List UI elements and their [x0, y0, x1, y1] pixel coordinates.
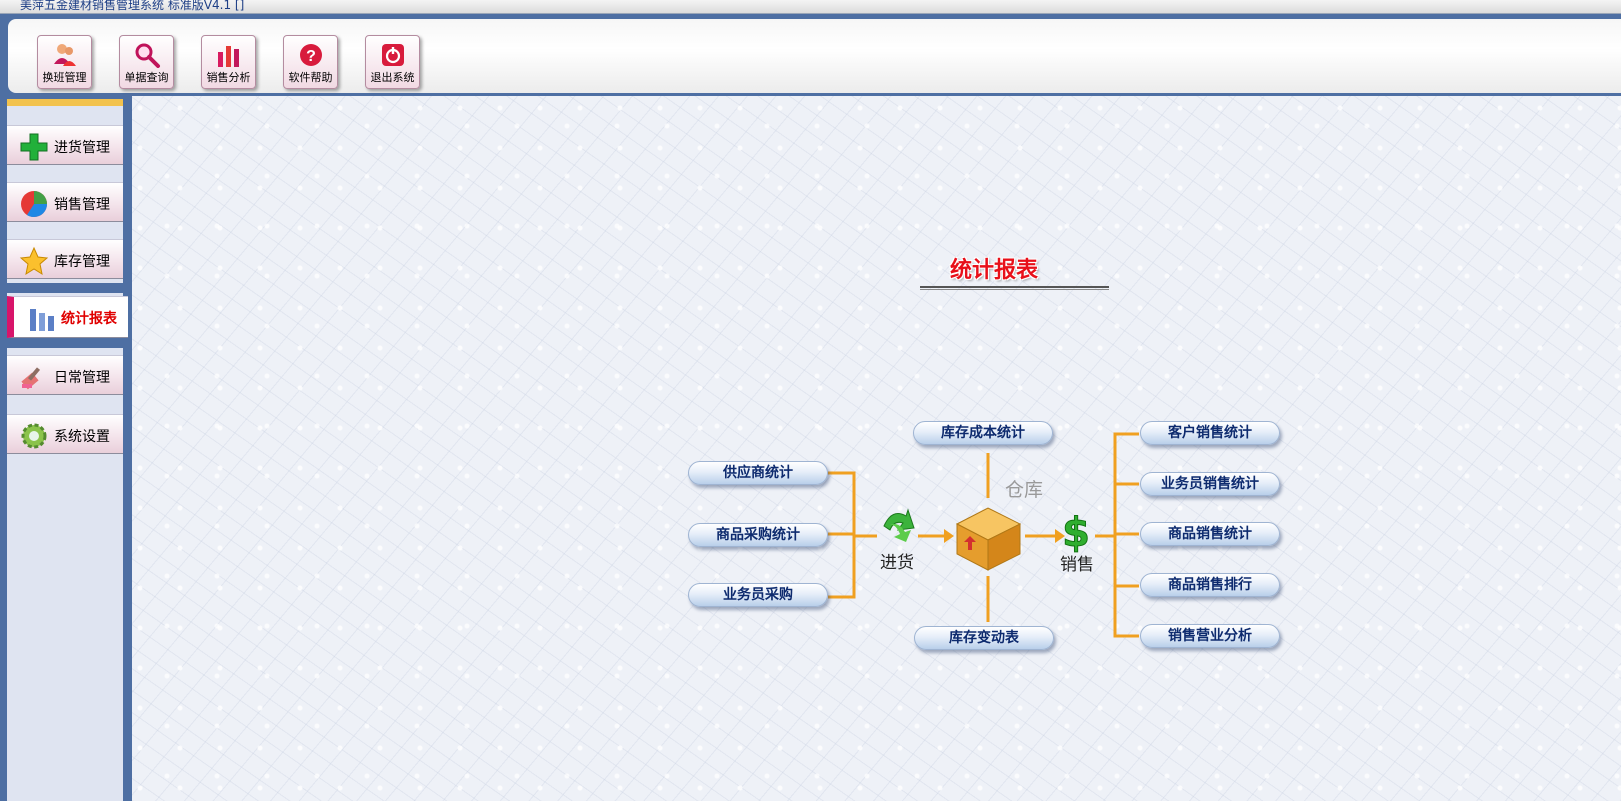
software-help-label: 软件帮助 [288, 71, 333, 84]
report-button-label: 库存变动表 [949, 630, 1019, 646]
report-button-label: 销售营业分析 [1168, 628, 1252, 644]
report-product-sales-statistics-button[interactable]: 商品销售统计 [1140, 522, 1280, 546]
sales-analysis-button[interactable]: 销售分析 [201, 35, 256, 89]
report-button-label: 业务员销售统计 [1161, 476, 1259, 492]
software-help-button[interactable]: ? 软件帮助 [283, 35, 338, 89]
sidebar-panel: 进货管理 销售管理 库存管理 统计报表 [0, 99, 130, 801]
report-button-label: 业务员采购 [723, 587, 793, 603]
toolbar: 换班管理 单据查询 销售分析 ? 软件帮助 [0, 14, 1621, 96]
report-product-purchase-statistics-button[interactable]: 商品采购统计 [688, 523, 828, 547]
purchase-flow-label: 进货 [880, 553, 914, 573]
arrow-head-icon [944, 529, 954, 543]
svg-text:$: $ [1062, 510, 1090, 556]
report-button-label: 客户销售统计 [1168, 425, 1252, 441]
document-query-label: 单据查询 [124, 71, 169, 84]
svg-text:?: ? [306, 48, 316, 65]
sidebar-item-reports[interactable]: 统计报表 [7, 296, 128, 338]
sidebar-item-label: 销售管理 [54, 197, 110, 213]
sidebar-item-purchase[interactable]: 进货管理 [7, 125, 123, 165]
gear-icon [21, 423, 47, 449]
star-icon [19, 246, 49, 276]
sidebar-item-label: 统计报表 [61, 311, 117, 327]
toolbar-panel: 换班管理 单据查询 销售分析 ? 软件帮助 [8, 19, 1621, 93]
purchase-arrow-icon [883, 508, 915, 542]
sidebar-item-inventory[interactable]: 库存管理 [7, 239, 123, 279]
warehouse-box-icon [955, 507, 1022, 571]
report-customer-sales-statistics-button[interactable]: 客户销售统计 [1140, 421, 1280, 445]
report-product-sales-ranking-button[interactable]: 商品销售排行 [1140, 573, 1280, 597]
report-button-label: 商品采购统计 [716, 527, 800, 543]
report-inventory-change-button[interactable]: 库存变动表 [914, 626, 1054, 650]
title-underline [920, 286, 1109, 290]
sales-flow-label: 销售 [1060, 555, 1094, 575]
power-exit-icon [381, 44, 404, 66]
green-plus-icon [20, 133, 48, 161]
sidebar-top-strip [7, 99, 123, 106]
shift-users-icon [53, 44, 76, 66]
exit-system-button[interactable]: 退出系统 [365, 35, 420, 89]
pie-chart-icon [21, 191, 48, 218]
sidebar-item-label: 进货管理 [54, 140, 110, 156]
dollar-sales-icon: $ [1062, 510, 1091, 557]
report-salesperson-sales-statistics-button[interactable]: 业务员销售统计 [1140, 472, 1280, 496]
sidebar-item-label: 日常管理 [54, 370, 110, 386]
help-question-icon: ? [299, 44, 322, 66]
shift-management-button[interactable]: 换班管理 [37, 35, 92, 89]
report-sales-revenue-analysis-button[interactable]: 销售营业分析 [1140, 624, 1280, 648]
sidebar-item-sales[interactable]: 销售管理 [7, 182, 123, 222]
sidebar-divider [0, 338, 130, 348]
window-title-bar: 美萍五金建材销售管理系统 标准版V4.1 [] [0, 0, 1621, 14]
report-button-label: 库存成本统计 [941, 425, 1025, 441]
sidebar-item-label: 库存管理 [54, 254, 110, 270]
sidebar-item-label: 系统设置 [54, 429, 110, 445]
report-inventory-cost-statistics-button[interactable]: 库存成本统计 [913, 421, 1053, 445]
page-title: 统计报表 [949, 258, 1038, 283]
shift-management-label: 换班管理 [42, 71, 87, 84]
window-title: 美萍五金建材销售管理系统 标准版V4.1 [] [20, 0, 245, 12]
magnifier-icon [135, 43, 160, 68]
warehouse-flow-label: 仓库 [1005, 479, 1044, 501]
main-content: 统计报表 [132, 96, 1621, 801]
report-button-label: 供应商统计 [723, 465, 793, 481]
report-salesperson-purchase-button[interactable]: 业务员采购 [688, 583, 828, 607]
report-button-label: 商品销售统计 [1168, 526, 1252, 542]
exit-system-label: 退出系统 [370, 71, 415, 84]
sidebar-divider [0, 283, 130, 293]
sidebar-item-daily[interactable]: 日常管理 [7, 355, 123, 395]
brush-icon [21, 367, 41, 390]
document-query-button[interactable]: 单据查询 [119, 35, 174, 89]
sidebar: 进货管理 销售管理 库存管理 统计报表 [0, 96, 132, 801]
arrow-head-icon [1055, 529, 1065, 543]
flow-connectors: $ [828, 432, 1139, 638]
sales-analysis-label: 销售分析 [206, 71, 251, 84]
report-button-label: 商品销售排行 [1168, 577, 1252, 593]
report-supplier-statistics-button[interactable]: 供应商统计 [688, 461, 828, 485]
report-bars-icon [30, 309, 54, 331]
bar-chart-icon [217, 46, 239, 67]
sidebar-item-settings[interactable]: 系统设置 [7, 414, 123, 454]
